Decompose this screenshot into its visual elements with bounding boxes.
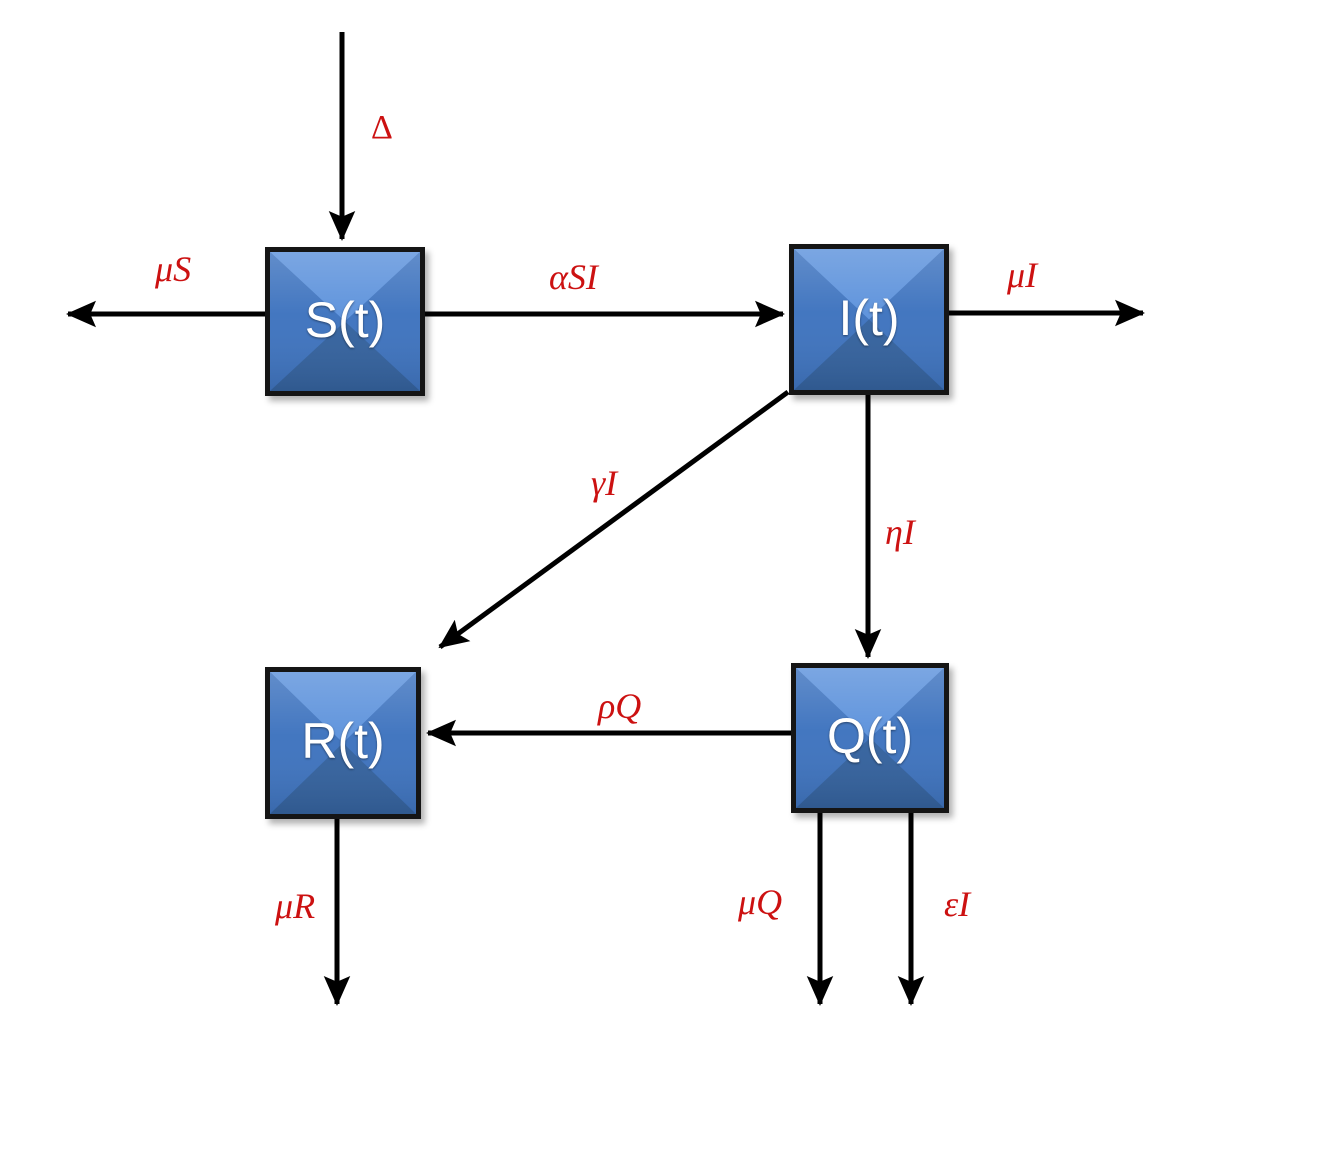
node-bevel <box>270 672 416 814</box>
node-quarantined[interactable]: Q(t) <box>791 663 949 813</box>
edge-label-alpha-si: αSI <box>549 257 598 297</box>
arrow-I-to-R <box>438 389 790 650</box>
edge-label-eps-i: εI <box>944 884 971 924</box>
node-susceptible[interactable]: S(t) <box>265 247 425 396</box>
edge-label-mu-i: μI <box>1007 255 1038 295</box>
node-label-recovered: R(t) <box>301 713 385 769</box>
edge-label-gamma-i: γI <box>591 463 618 503</box>
node-label-susceptible: S(t) <box>304 291 386 348</box>
edge-label-eta-i: ηI <box>885 512 915 552</box>
edge-label-rho-q: ρQ <box>598 686 642 726</box>
edge-label-delta: Δ <box>371 109 393 146</box>
edge-label-mu-q: μQ <box>738 882 783 922</box>
node-bevel <box>794 249 944 390</box>
node-label-infected: I(t) <box>838 289 900 346</box>
node-recovered[interactable]: R(t) <box>265 667 421 819</box>
node-label-quarantined: Q(t) <box>826 708 914 764</box>
node-bevel <box>270 252 420 391</box>
node-bevel <box>796 668 944 808</box>
node-infected[interactable]: I(t) <box>789 244 949 395</box>
edge-label-mu-s: μS <box>155 249 192 289</box>
edge-label-mu-r: μR <box>275 886 316 926</box>
